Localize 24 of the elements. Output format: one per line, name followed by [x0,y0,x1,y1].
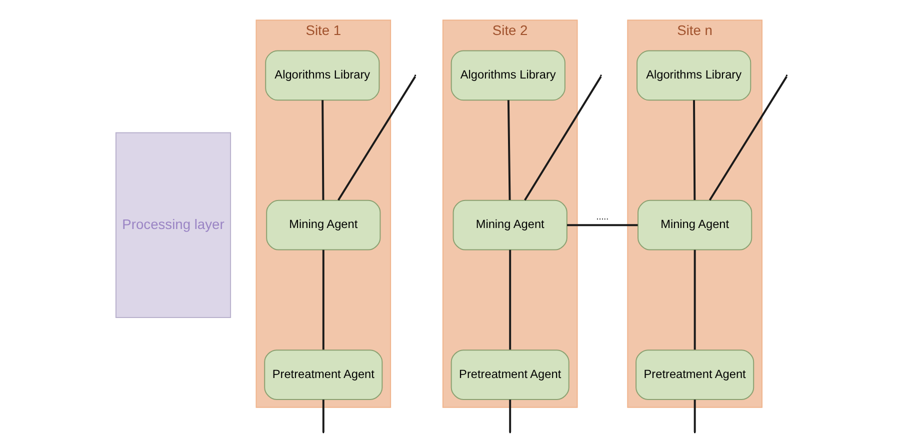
connector [506,100,510,200]
node-box: Processing layer [114,132,231,318]
node-box: Algorithms Library [450,50,565,101]
connector [322,400,324,432]
node-box: Algorithms Library [636,50,751,101]
connector [692,100,696,200]
node-box: Mining Agent [452,200,567,250]
node-box: Pretreatment Agent [264,350,382,400]
connector [693,400,696,432]
connector [508,250,511,350]
connector [321,100,324,200]
node-box: Mining Agent [637,200,752,250]
edge-label: ..... [596,211,608,222]
connector [693,250,696,350]
connector [508,400,511,432]
node-box: Pretreatment Agent [635,350,754,400]
connector [524,76,602,201]
node-box: Mining Agent [266,200,380,250]
connector [566,224,638,226]
connector [337,76,416,201]
connector [708,76,787,201]
node-box: Algorithms Library [264,50,380,101]
connector [322,250,324,350]
node-box: Pretreatment Agent [450,350,569,400]
